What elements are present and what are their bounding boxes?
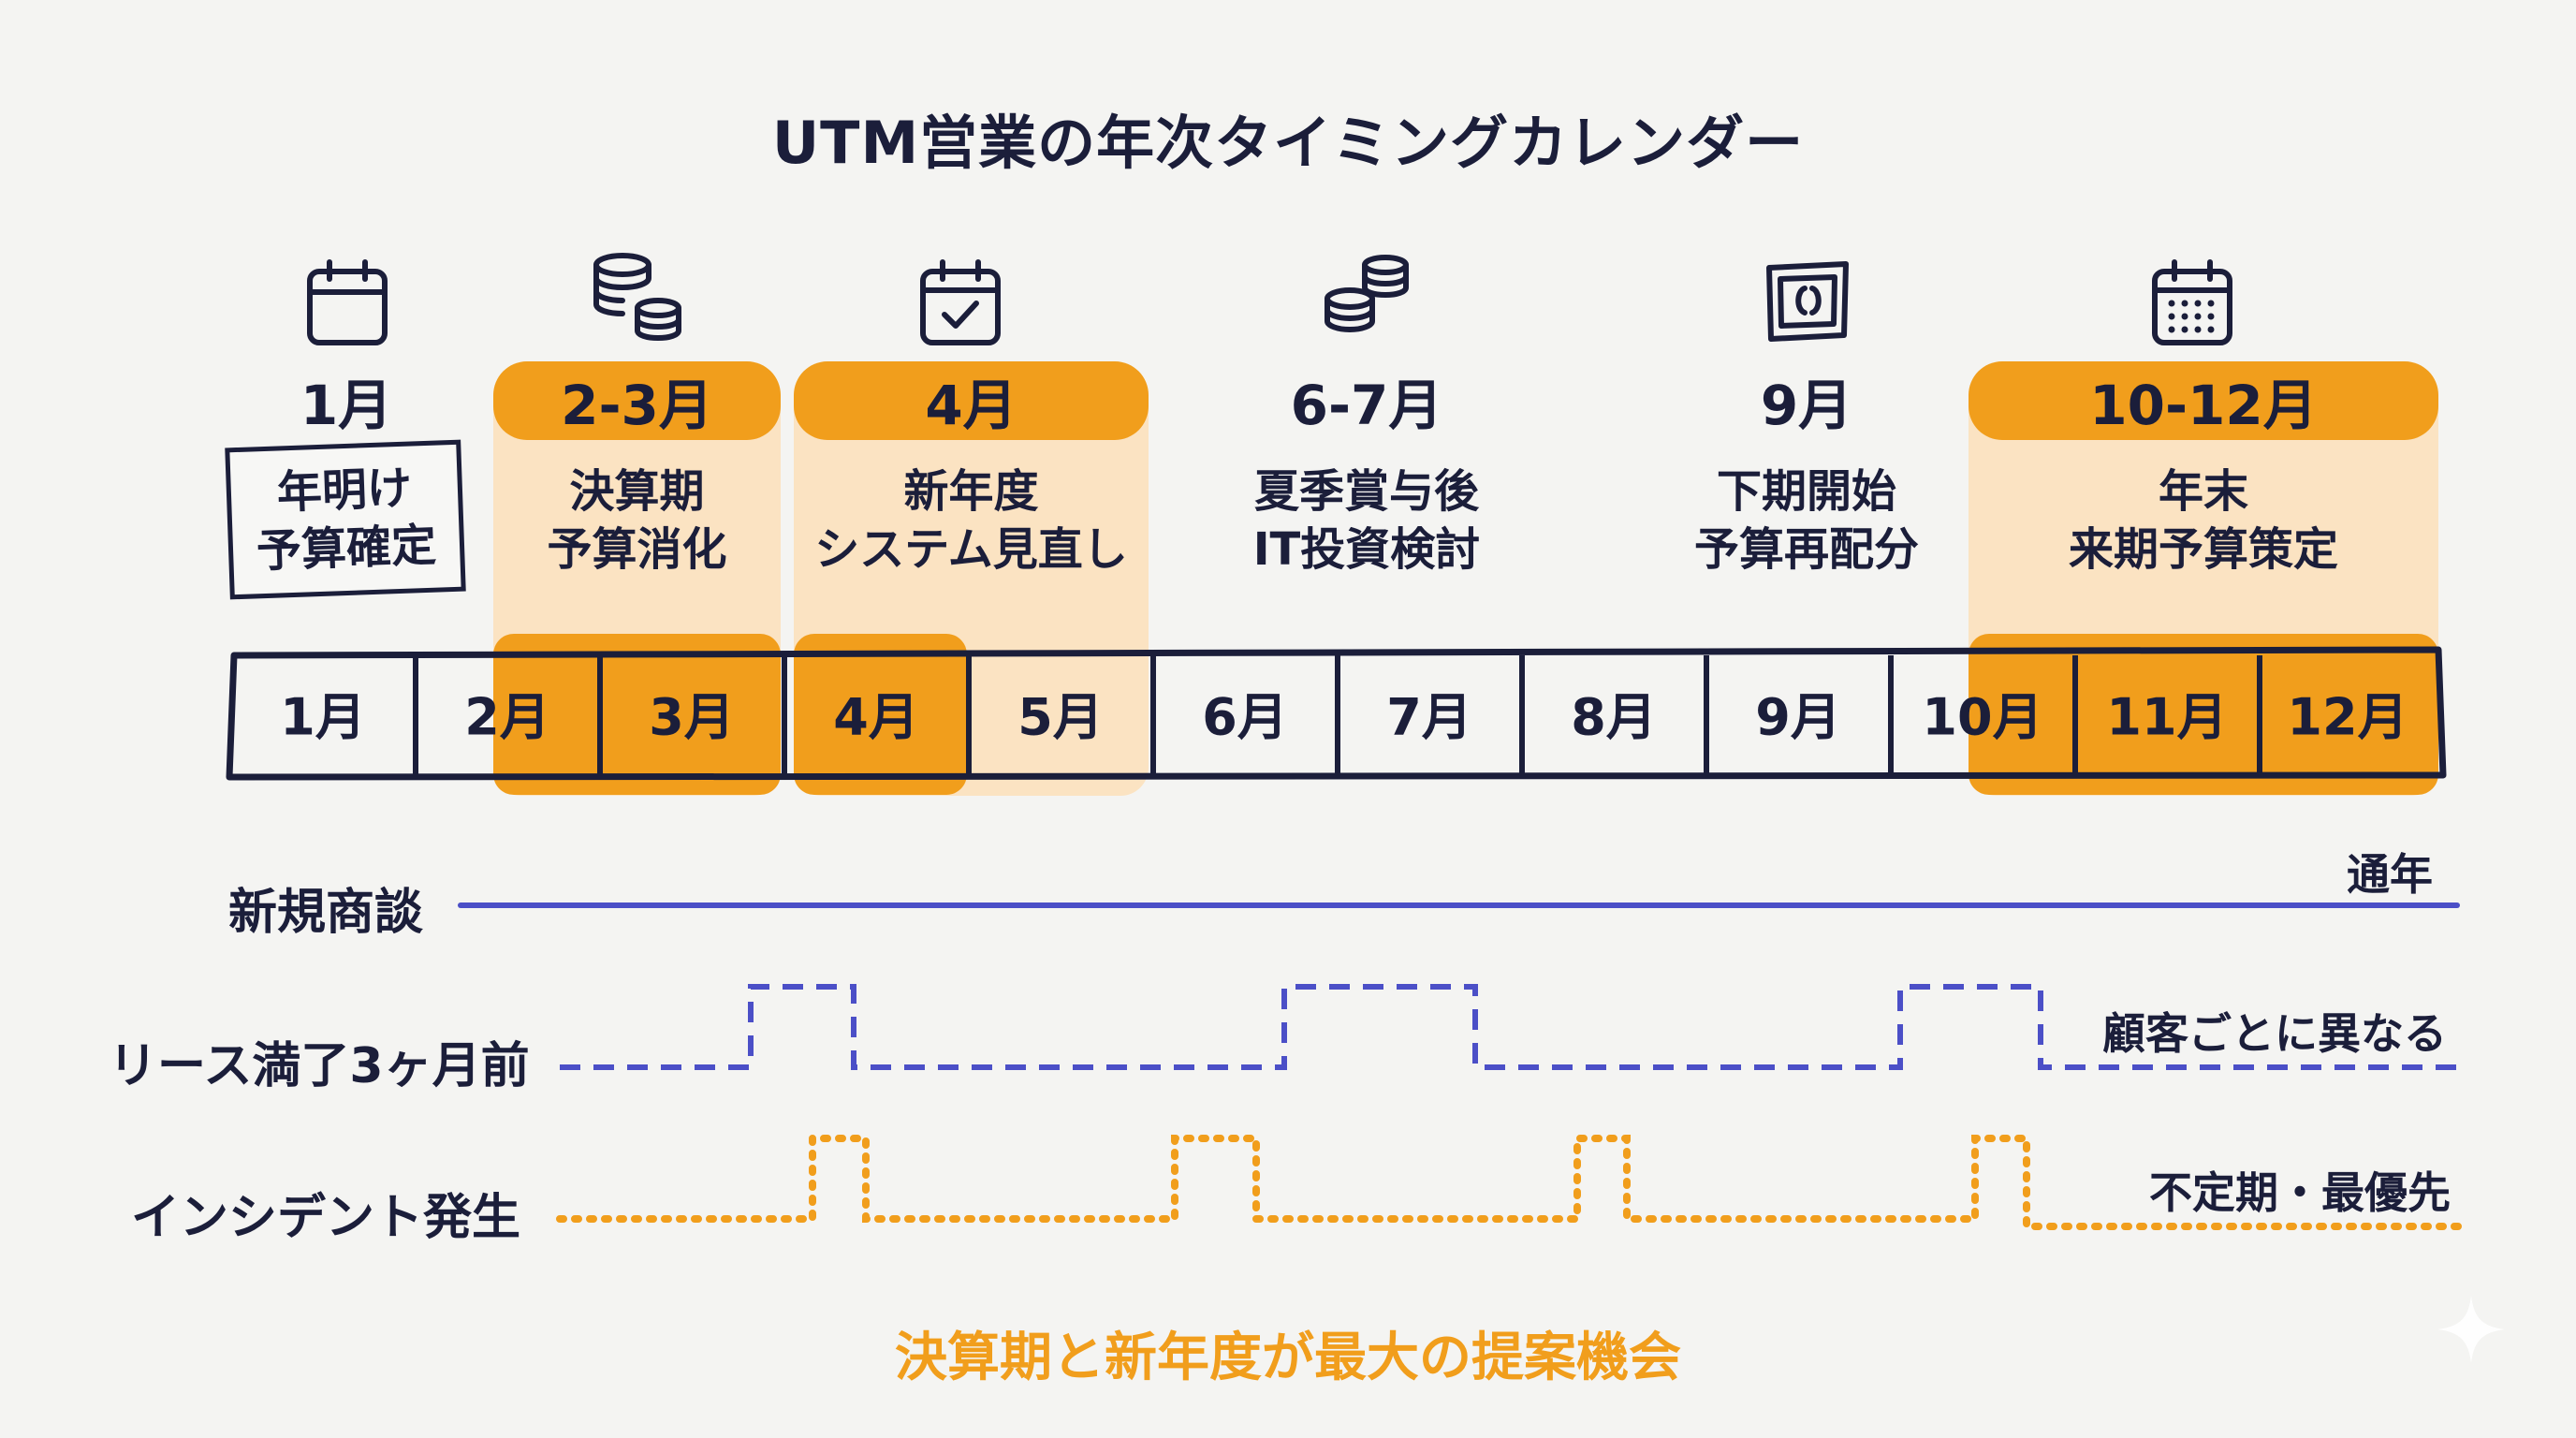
- coins-stack-icon: [593, 253, 681, 341]
- calendar-check-icon: [920, 259, 1001, 345]
- desc-jun-jul: 夏季賞与後 IT投資検討: [1208, 462, 1526, 579]
- lease-expiry-line: [560, 984, 2462, 1070]
- footer-message: 決算期と新年度が最大の提案機会: [895, 1328, 1681, 1388]
- row-note-lease-expiry: 顧客ごとに異なる: [2102, 1008, 2447, 1059]
- month-strip-orange-fills: [493, 634, 2438, 795]
- month-cell-10: 10月: [1922, 688, 2042, 747]
- period-label-apr: 4月: [794, 361, 1149, 440]
- desc-line: 予算消化: [547, 523, 727, 576]
- calendar-grid-icon: [2152, 259, 2232, 345]
- row-note-incident: 不定期・最優先: [2149, 1167, 2451, 1218]
- month-cell-12: 12月: [2287, 688, 2408, 747]
- period-label-feb-mar: 2-3月: [493, 361, 781, 440]
- month-fill-oct-dec: [1969, 634, 2438, 795]
- month-cell-11: 11月: [2106, 688, 2227, 747]
- month-dividers: [413, 655, 2262, 777]
- month-strip-outline: [226, 646, 2447, 781]
- calendar-icon: [307, 259, 388, 345]
- desc-sep: 下期開始 予算再配分: [1666, 462, 1947, 579]
- banknote-icon: [1766, 261, 1849, 342]
- row-label-incident: インシデント発生: [131, 1190, 521, 1246]
- month-cell-3: 3月: [649, 688, 735, 747]
- row-label-new-deals: 新規商談: [228, 885, 424, 941]
- month-cell-6: 6月: [1202, 688, 1288, 747]
- period-label-oct-dec: 10-12月: [1969, 361, 2438, 440]
- month-cell-5: 5月: [1017, 688, 1104, 747]
- month-cell-7: 7月: [1386, 688, 1472, 747]
- month-cell-8: 8月: [1571, 688, 1657, 747]
- desc-line: 決算期: [569, 465, 705, 518]
- desc-line: 新年度: [903, 465, 1039, 518]
- sparkle-icon: [2437, 1296, 2505, 1363]
- desc-oct-dec: 年末 来期予算策定: [1969, 462, 2438, 579]
- period-label-jun-jul: 6-7月: [1290, 374, 1443, 437]
- month-cell-9: 9月: [1755, 688, 1841, 747]
- desc-apr: 新年度 システム見直し: [794, 462, 1149, 579]
- desc-line: 年末: [2158, 465, 2248, 518]
- desc-line: 夏季賞与後: [1253, 465, 1479, 518]
- month-fill-feb-mar: [493, 634, 781, 795]
- desc-line: 下期開始: [1716, 465, 1896, 518]
- month-cell-4: 4月: [833, 688, 919, 747]
- page-title: UTM営業の年次タイミングカレンダー: [771, 109, 1805, 177]
- month-cell-1: 1月: [280, 688, 366, 747]
- desc-line: 来期予算策定: [2068, 523, 2338, 576]
- row-note-new-deals: 通年: [2347, 849, 2433, 900]
- incident-line: [556, 1135, 2470, 1230]
- desc-feb-mar: 決算期 予算消化: [493, 462, 781, 579]
- period-label-jan: 1月: [300, 374, 393, 437]
- desc-line: システム見直し: [814, 523, 1128, 576]
- coins-icon: [1325, 255, 1409, 332]
- period-label-sep: 9月: [1760, 374, 1853, 437]
- desc-line: IT投資検討: [1252, 523, 1481, 576]
- row-label-lease-expiry: リース満了3ヶ月前: [109, 1038, 530, 1094]
- month-cell-2: 2月: [464, 688, 550, 747]
- desc-line: 予算再配分: [1693, 523, 1919, 576]
- month-fill-apr: [794, 634, 967, 795]
